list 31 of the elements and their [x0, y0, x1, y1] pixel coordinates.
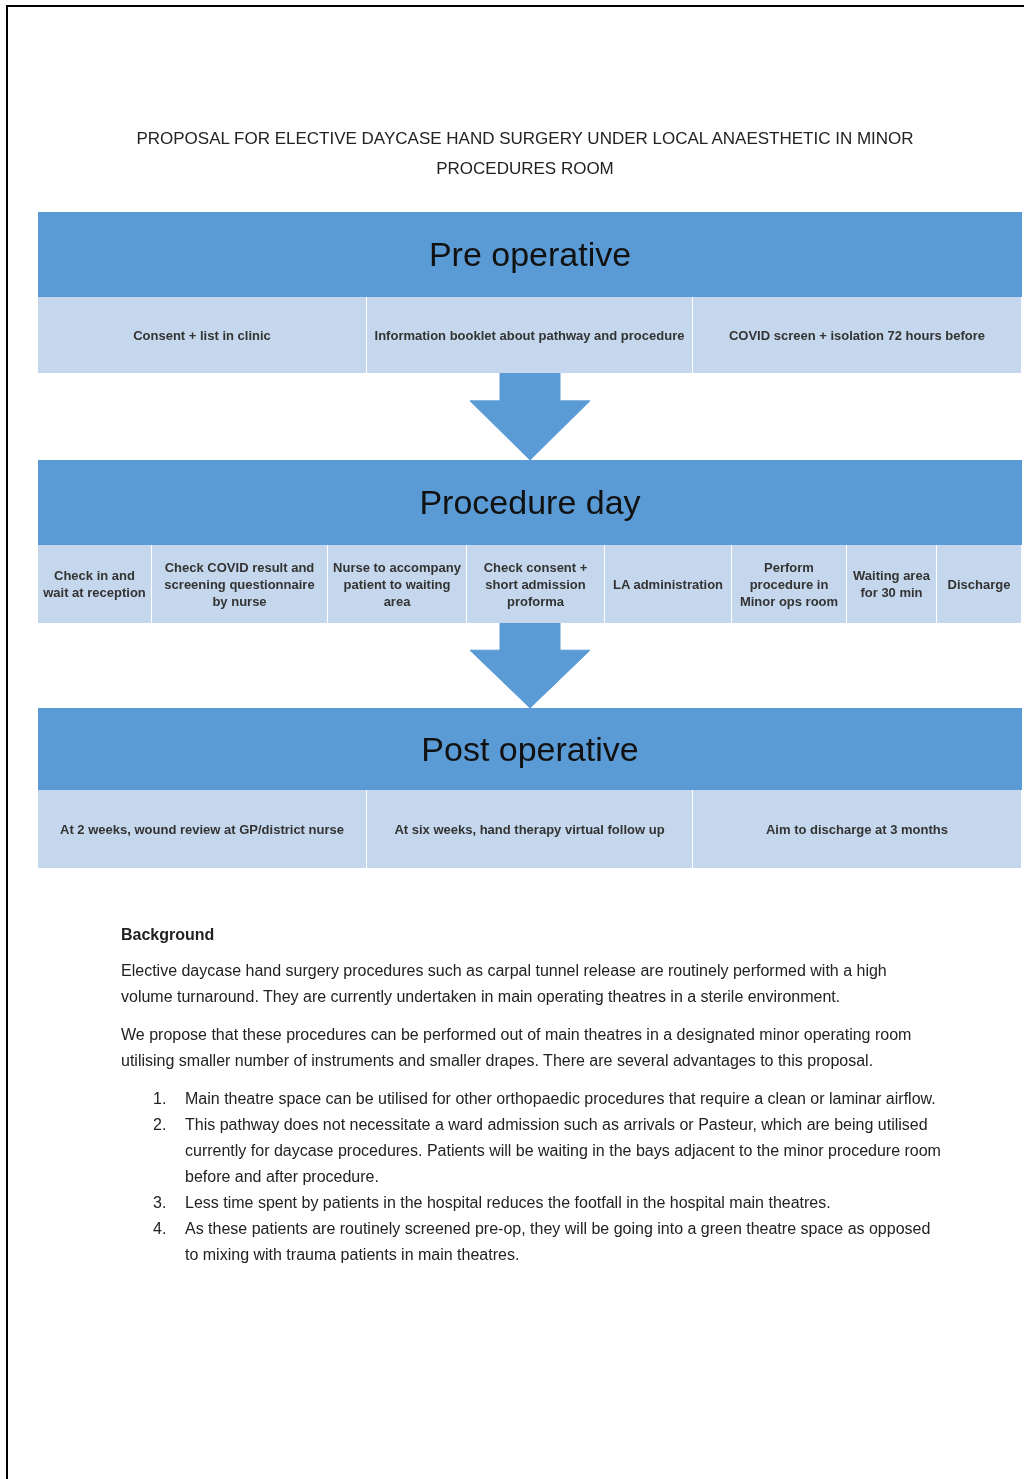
list-item: This pathway does not necessitate a ward admission such as arrivals or Pasteur, which are being utilised currently for daycase procedures. Patients will be waiting in the bays adjacent to the minor procedure room before and after procedure. — [185, 1115, 941, 1187]
phase-header: Procedure day — [38, 460, 1022, 545]
step-cell: Nurse to accompany patient to waiting area — [328, 545, 467, 623]
step-cell: Waiting area for 30 min — [847, 545, 937, 623]
phase-header: Post operative — [38, 708, 1022, 790]
step-cell: At six weeks, hand therapy virtual follow up — [367, 790, 693, 868]
step-cell: Check COVID result and screening questionnaire by nurse — [152, 545, 328, 623]
step-cell: Consent + list in clinic — [38, 297, 367, 373]
step-cell: Check consent + short admission proforma — [467, 545, 605, 623]
list-item: Main theatre space can be utilised for other orthopaedic procedures that require a clean or laminar airflow. — [185, 1089, 936, 1109]
block-arrow — [469, 622, 591, 709]
list-number: 2. — [153, 1115, 168, 1135]
paragraph: Elective daycase hand surgery procedures such as carpal tunnel release are routinely performed with a high volume turnaround. They are currently undertaken in main operating theatres in a sterile environment. — [121, 961, 888, 1007]
list-number: 1. — [153, 1089, 168, 1109]
block-arrow — [469, 372, 591, 461]
list-item: Less time spent by patients in the hospital reduces the footfall in the hospital main theatres. — [185, 1193, 831, 1213]
step-cell: LA administration — [605, 545, 732, 623]
step-cell: At 2 weeks, wound review at GP/district nurse — [38, 790, 367, 868]
list-number: 4. — [153, 1219, 168, 1239]
phase-header: Pre operative — [38, 212, 1022, 297]
section-heading: Background — [121, 925, 216, 945]
step-cell: Aim to discharge at 3 months — [693, 790, 1022, 868]
step-cell: Perform procedure in Minor ops room — [732, 545, 847, 623]
step-cell: Discharge — [937, 545, 1022, 623]
list-number: 3. — [153, 1193, 168, 1213]
list-item: As these patients are routinely screened pre-op, they will be going into a green theatre space as opposed to mixing with trauma patients in main theatres. — [185, 1219, 932, 1265]
step-cell: COVID screen + isolation 72 hours before — [693, 297, 1022, 373]
paragraph: We propose that these procedures can be performed out of main theatres in a designated minor operating room utilising smaller number of instruments and smaller drapes. There are several advantages to this proposal. — [121, 1025, 913, 1071]
title: PROPOSAL FOR ELECTIVE DAYCASE HAND SURGERY UNDER LOCAL ANAESTHETIC IN MINOR PROCEDURES ROOM — [135, 128, 915, 180]
step-cell: Information booklet about pathway and procedure — [367, 297, 693, 373]
step-cell: Check in and wait at reception — [38, 545, 152, 623]
